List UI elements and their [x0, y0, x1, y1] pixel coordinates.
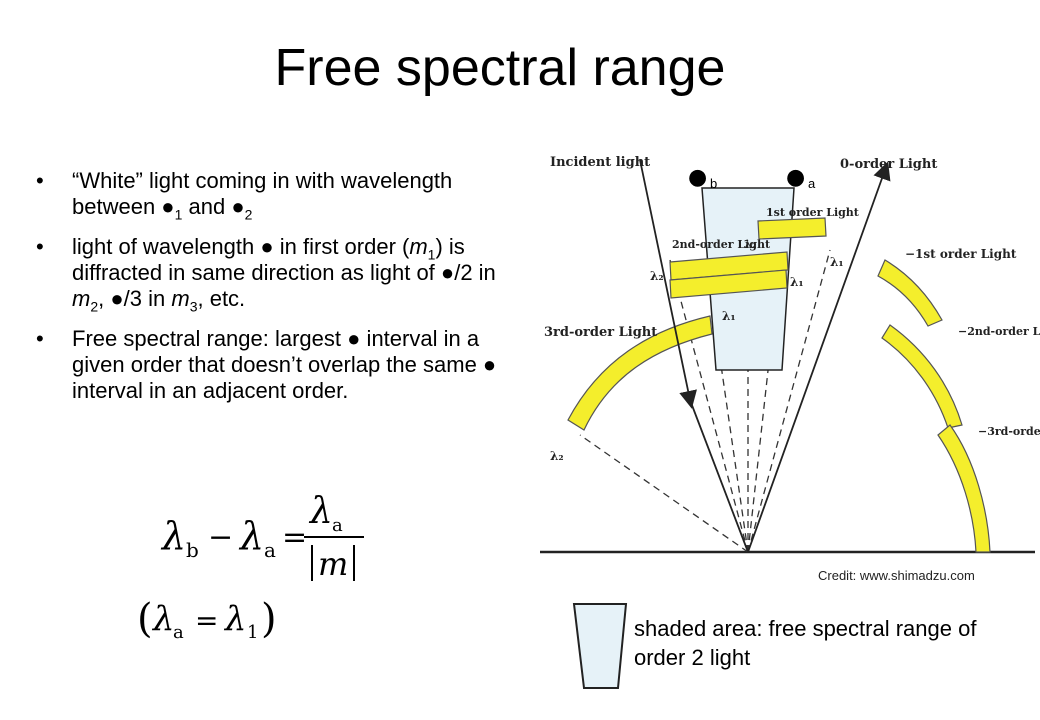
svg-text:(: (: [137, 596, 153, 642]
bullet-list: • “White” light coming in with wavelengt…: [36, 168, 506, 418]
bullet-item: • Free spectral range: largest ● interva…: [36, 326, 497, 403]
third-order-label: 3rd-order Light: [544, 325, 657, 340]
lambda-b-sub: b: [710, 176, 717, 191]
lambda-symbol: ●: [347, 326, 361, 351]
lambda-b-symbol: ●: [688, 165, 707, 190]
first-order-label: 1st order Light: [766, 206, 860, 219]
lambda-symbol: ●: [260, 234, 274, 259]
svg-text:a: a: [173, 622, 184, 643]
bullet-marker: •: [36, 326, 44, 351]
lambda-symbol: ●: [231, 194, 245, 219]
svg-text:=: =: [282, 520, 307, 555]
order-bands: [567, 217, 991, 553]
neg-first-order-label: −1st order Light: [905, 247, 1017, 261]
svg-text:): ): [261, 596, 277, 642]
legend-swatch: [572, 603, 628, 689]
diffraction-diagram: Incident light 0-order Light 1st order L…: [540, 155, 1040, 554]
lambda-symbol: ●: [440, 260, 455, 285]
incident-ray: [639, 159, 697, 409]
lambda1-label: λ₁: [722, 309, 736, 323]
svg-text:1: 1: [247, 622, 258, 643]
bullet-item: • “White” light coming in with wavelengt…: [36, 168, 453, 223]
svg-text:λ: λ: [160, 514, 186, 558]
svg-text:a: a: [332, 515, 343, 536]
lambda-symbol: ●: [161, 194, 175, 219]
lambda-a-symbol: ●: [786, 165, 805, 190]
lambda-a-sub: a: [808, 176, 816, 191]
bullet-marker: •: [36, 234, 44, 259]
svg-text:λ: λ: [223, 599, 247, 639]
zero-order-label: 0-order Light: [840, 157, 937, 172]
slide-title: Free spectral range: [274, 39, 726, 97]
lambda-a-equals-formula: ( λ a = λ 1 ): [137, 596, 277, 643]
bullet-marker: •: [36, 168, 44, 193]
svg-text:λ: λ: [308, 491, 333, 532]
lambda2-label: λ₂: [550, 449, 564, 463]
fsr-formula: λ b − λ a = λ a m: [160, 491, 364, 583]
lambda1-label: λ₁: [790, 275, 804, 289]
svg-text:λ: λ: [238, 514, 264, 558]
svg-text:−: −: [208, 520, 233, 555]
svg-text:λ: λ: [151, 599, 175, 639]
neg-third-order-label: −3rd-order Light: [978, 425, 1040, 438]
lambda2-label: λ₂: [650, 269, 664, 283]
bullet-item: • light of wavelength ● in first order (…: [36, 234, 496, 315]
second-order-label: 2nd-order Light: [672, 238, 771, 251]
svg-text:=: =: [195, 604, 218, 637]
lambda1-label: λ₁: [830, 255, 844, 269]
incident-ray-lower: [689, 399, 749, 553]
svg-text:b: b: [186, 538, 199, 562]
legend-text: shaded area: free spectral range of orde…: [634, 616, 977, 670]
svg-text:a: a: [264, 538, 276, 562]
lambda2-label: λ₂: [744, 238, 757, 251]
neg-second-order-label: −2nd-order Light: [958, 325, 1040, 338]
image-credit: Credit: www.shimadzu.com: [818, 568, 975, 583]
lambda-symbol: ●: [482, 352, 497, 377]
svg-text:m: m: [318, 545, 348, 583]
lambda-symbol: ●: [110, 286, 124, 311]
zero-order-ray: [747, 161, 891, 553]
incident-light-label: Incident light: [550, 155, 650, 170]
